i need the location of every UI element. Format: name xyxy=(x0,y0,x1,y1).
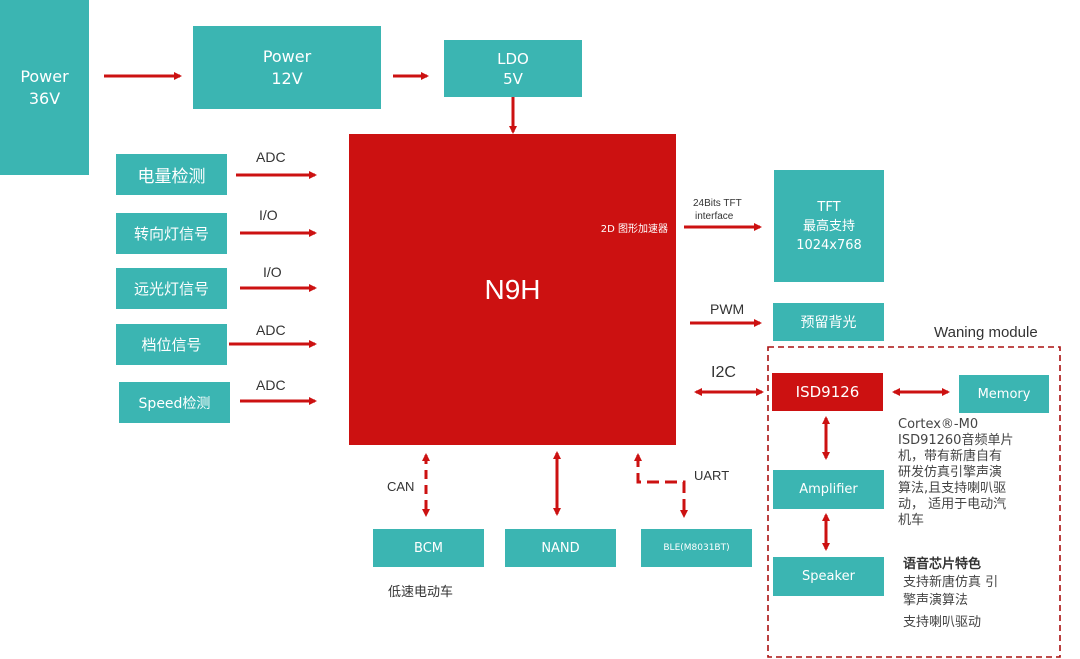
i2c-label: I2C xyxy=(711,364,736,381)
isd-description: Cortex®-M0 ISD91260音频单片 机，带有新唐自有 研发仿真引擎声… xyxy=(898,417,1048,529)
tft-link-label-1: 24Bits TFT xyxy=(693,198,742,209)
can-label: CAN xyxy=(387,479,415,494)
bcm-note: 低速电动车 xyxy=(388,584,454,599)
bcm-box: BCM xyxy=(373,529,484,567)
warning-module-title: Waning module xyxy=(934,324,1038,341)
input-box-turn-signal: 转向灯信号 xyxy=(116,213,227,254)
desc-line: 机车 xyxy=(898,513,925,528)
bcm-label: BCM xyxy=(414,540,443,556)
tft-line2: 最高支持 xyxy=(802,218,855,234)
ldo-5v-box: LDO 5V xyxy=(444,40,582,97)
input-label: 转向灯信号 xyxy=(133,225,209,243)
desc-line: ISD91260音频单片 xyxy=(898,433,1014,448)
input-box-speed: Speed检测 xyxy=(119,382,230,423)
feature-line: 支持喇叭驱动 xyxy=(903,615,982,630)
signal-label: ADC xyxy=(256,377,286,393)
input-box-battery: 电量检测 xyxy=(116,154,227,195)
input-label: 远光灯信号 xyxy=(133,280,209,298)
desc-line: 算法,且支持喇叭驱 xyxy=(898,481,1007,496)
input-label: 电量检测 xyxy=(137,167,206,187)
amplifier-box: Amplifier xyxy=(773,470,884,509)
ble-box: BLE(M8031BT) xyxy=(641,529,752,567)
pwm-label: PWM xyxy=(710,301,745,317)
power-12v-line1: Power xyxy=(262,46,312,66)
input-label: 档位信号 xyxy=(141,336,202,354)
power-36v-box: Power 36V xyxy=(0,0,89,175)
signal-label: ADC xyxy=(256,149,286,165)
tft-line3: 1024x768 xyxy=(796,237,862,253)
isd9126-box: ISD9126 xyxy=(772,373,883,411)
input-label: Speed检测 xyxy=(138,395,211,412)
speaker-label: Speaker xyxy=(802,569,855,584)
desc-line: 动， 适用于电动汽 xyxy=(898,497,1007,512)
feature-line: 擎声演算法 xyxy=(903,593,969,608)
power-12v-line2: 12V xyxy=(271,68,303,88)
ldo-line2: 5V xyxy=(503,69,523,88)
memory-label: Memory xyxy=(977,386,1031,402)
feature-line: 支持新唐仿真 引 xyxy=(903,575,999,590)
tft-display-box: TFT 最高支持 1024x768 xyxy=(774,170,884,282)
desc-line: Cortex®-M0 xyxy=(898,417,979,432)
amplifier-label: Amplifier xyxy=(799,482,858,497)
isd9126-label: ISD9126 xyxy=(795,383,860,401)
input-box-high-beam: 远光灯信号 xyxy=(116,268,227,309)
mcu-name: N9H xyxy=(484,274,541,305)
mcu-accelerator-label: 2D 图形加速器 xyxy=(600,224,668,235)
ble-label: BLE(M8031BT) xyxy=(663,543,730,553)
power-12v-box: Power 12V xyxy=(193,26,381,109)
arrow-mcu-ble xyxy=(634,453,688,518)
power-36v-line1: Power xyxy=(20,66,69,86)
signal-label: I/O xyxy=(259,207,278,223)
memory-box: Memory xyxy=(959,375,1049,413)
power-36v-line2: 36V xyxy=(28,88,61,108)
nand-label: NAND xyxy=(541,540,580,556)
desc-line: 研发仿真引擎声演 xyxy=(898,465,1003,480)
signal-label: ADC xyxy=(256,322,286,338)
backlight-box: 预留背光 xyxy=(773,303,884,341)
feature-title: 语音芯片特色 xyxy=(903,556,982,571)
uart-label: UART xyxy=(694,468,730,483)
input-box-gear: 档位信号 xyxy=(116,324,227,365)
feature-list: 支持新唐仿真 引 擎声演算法 支持喇叭驱动 xyxy=(903,574,998,632)
nand-box: NAND xyxy=(505,529,616,567)
tft-link-label-2: interface xyxy=(695,211,734,222)
mcu-n9h-block: N9H 2D 图形加速器 xyxy=(349,134,676,445)
tft-line1: TFT xyxy=(817,199,841,215)
ldo-line1: LDO xyxy=(497,49,529,68)
warning-module-frame xyxy=(767,346,1061,658)
backlight-label: 预留背光 xyxy=(800,315,857,331)
signal-label: I/O xyxy=(263,264,282,280)
speaker-box: Speaker xyxy=(773,557,884,596)
desc-line: 机，带有新唐自有 xyxy=(898,449,1003,464)
